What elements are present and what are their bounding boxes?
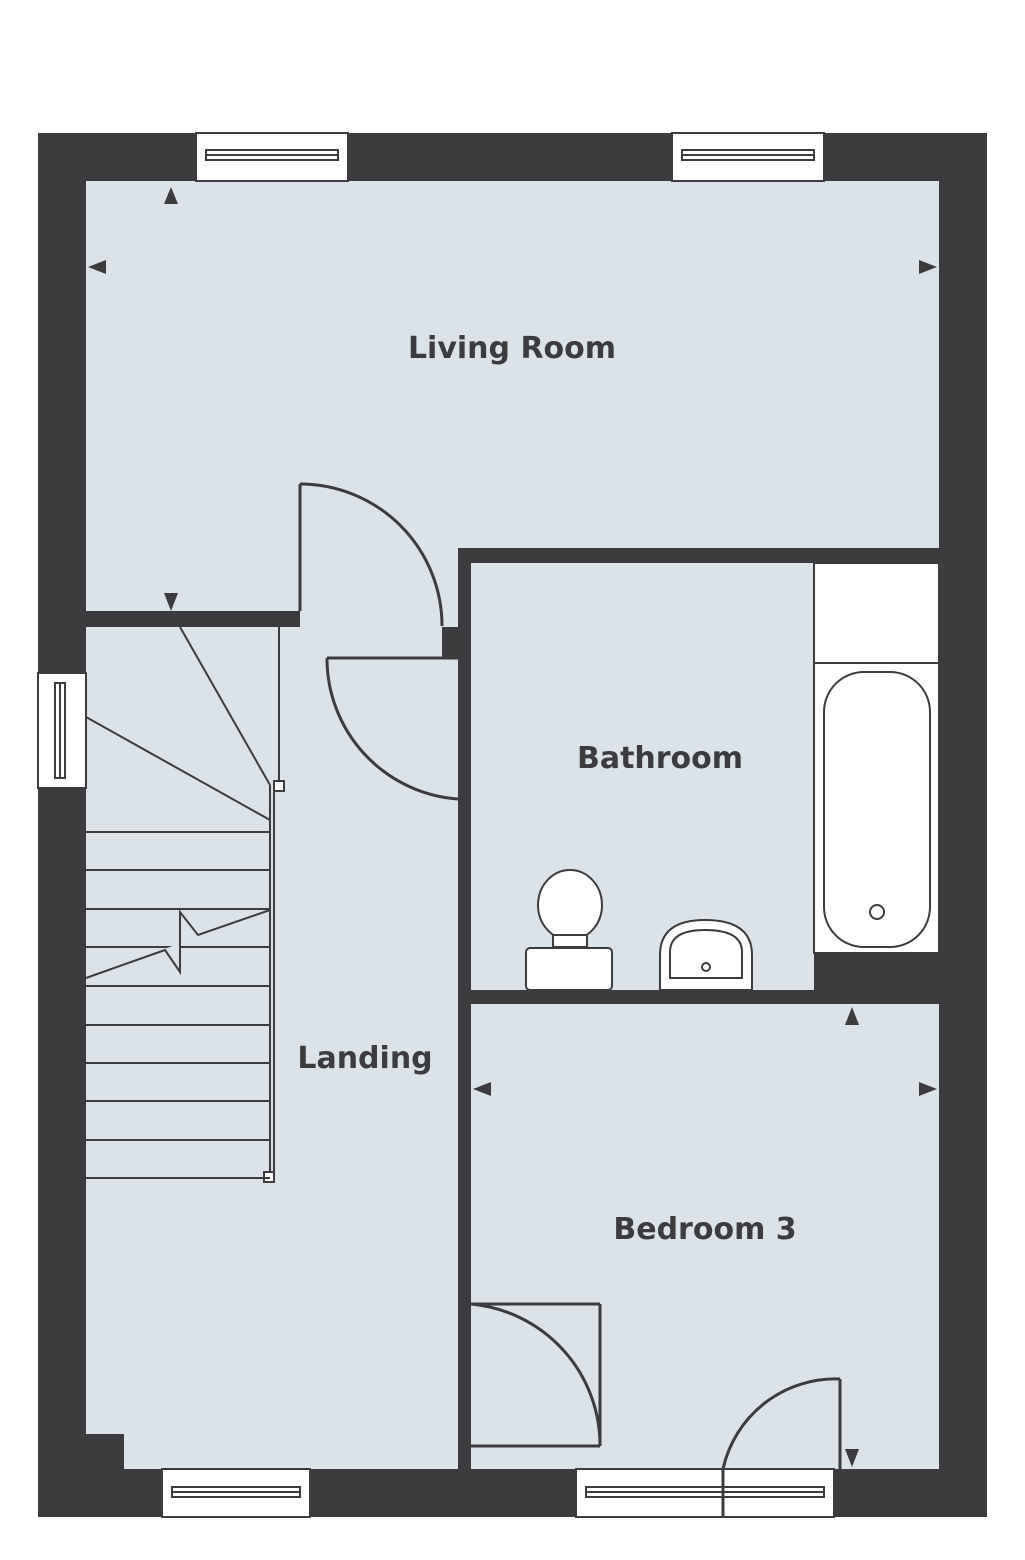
landing-label: Landing [297,1041,432,1076]
door-living-room [298,482,444,627]
doors [298,482,842,1517]
newel-post-top [273,780,285,792]
bedroom-arrow-left [473,1082,491,1096]
landing-floor [86,611,458,1469]
living-arrow-down [164,593,178,611]
door-bedroom-3 [470,1302,602,1448]
window-left [37,672,87,789]
living-room-floor-ext [86,181,458,611]
wall-bath-bedroom [458,990,939,1004]
bathroom-label: Bathroom [577,741,743,776]
bedroom-3-label: Bedroom 3 [613,1212,796,1247]
floor-areas [86,181,939,1469]
window-bottom-left [161,1468,311,1518]
wall-bath-left-lower [458,799,471,1304]
wall-bath-stub [442,627,458,658]
window-bottom-right [575,1468,835,1518]
bedroom-arrow-down [845,1449,859,1467]
door-bedroom-cupboard [721,1377,842,1517]
bedroom-arrow-up [845,1007,859,1025]
wall-living-landing [86,611,300,627]
living-arrow-right [919,260,937,274]
living-arrow-left [88,260,106,274]
living-arrow-up [164,187,178,204]
bath-end-wall [814,953,939,990]
bath-drain [869,904,885,920]
door-bathroom [325,656,459,801]
bedroom-3-floor [471,1004,939,1469]
windows [37,132,835,1518]
sink [659,918,753,991]
bedroom-arrow-right [919,1082,937,1096]
window-top-left [195,132,349,182]
wall-bed-left-lower [458,1446,471,1469]
staircase [85,626,285,1183]
dimension-markers [88,187,937,1467]
living-room-label: Living Room [408,331,616,366]
window-top-right [671,132,825,182]
toilet [525,869,613,991]
wall-bath-right [814,548,939,563]
bathroom-floor [471,563,814,990]
interior-walls [86,548,939,1469]
wall-bath-left-upper [458,548,471,658]
bathtub [813,562,940,990]
stair-break-line [85,909,271,979]
